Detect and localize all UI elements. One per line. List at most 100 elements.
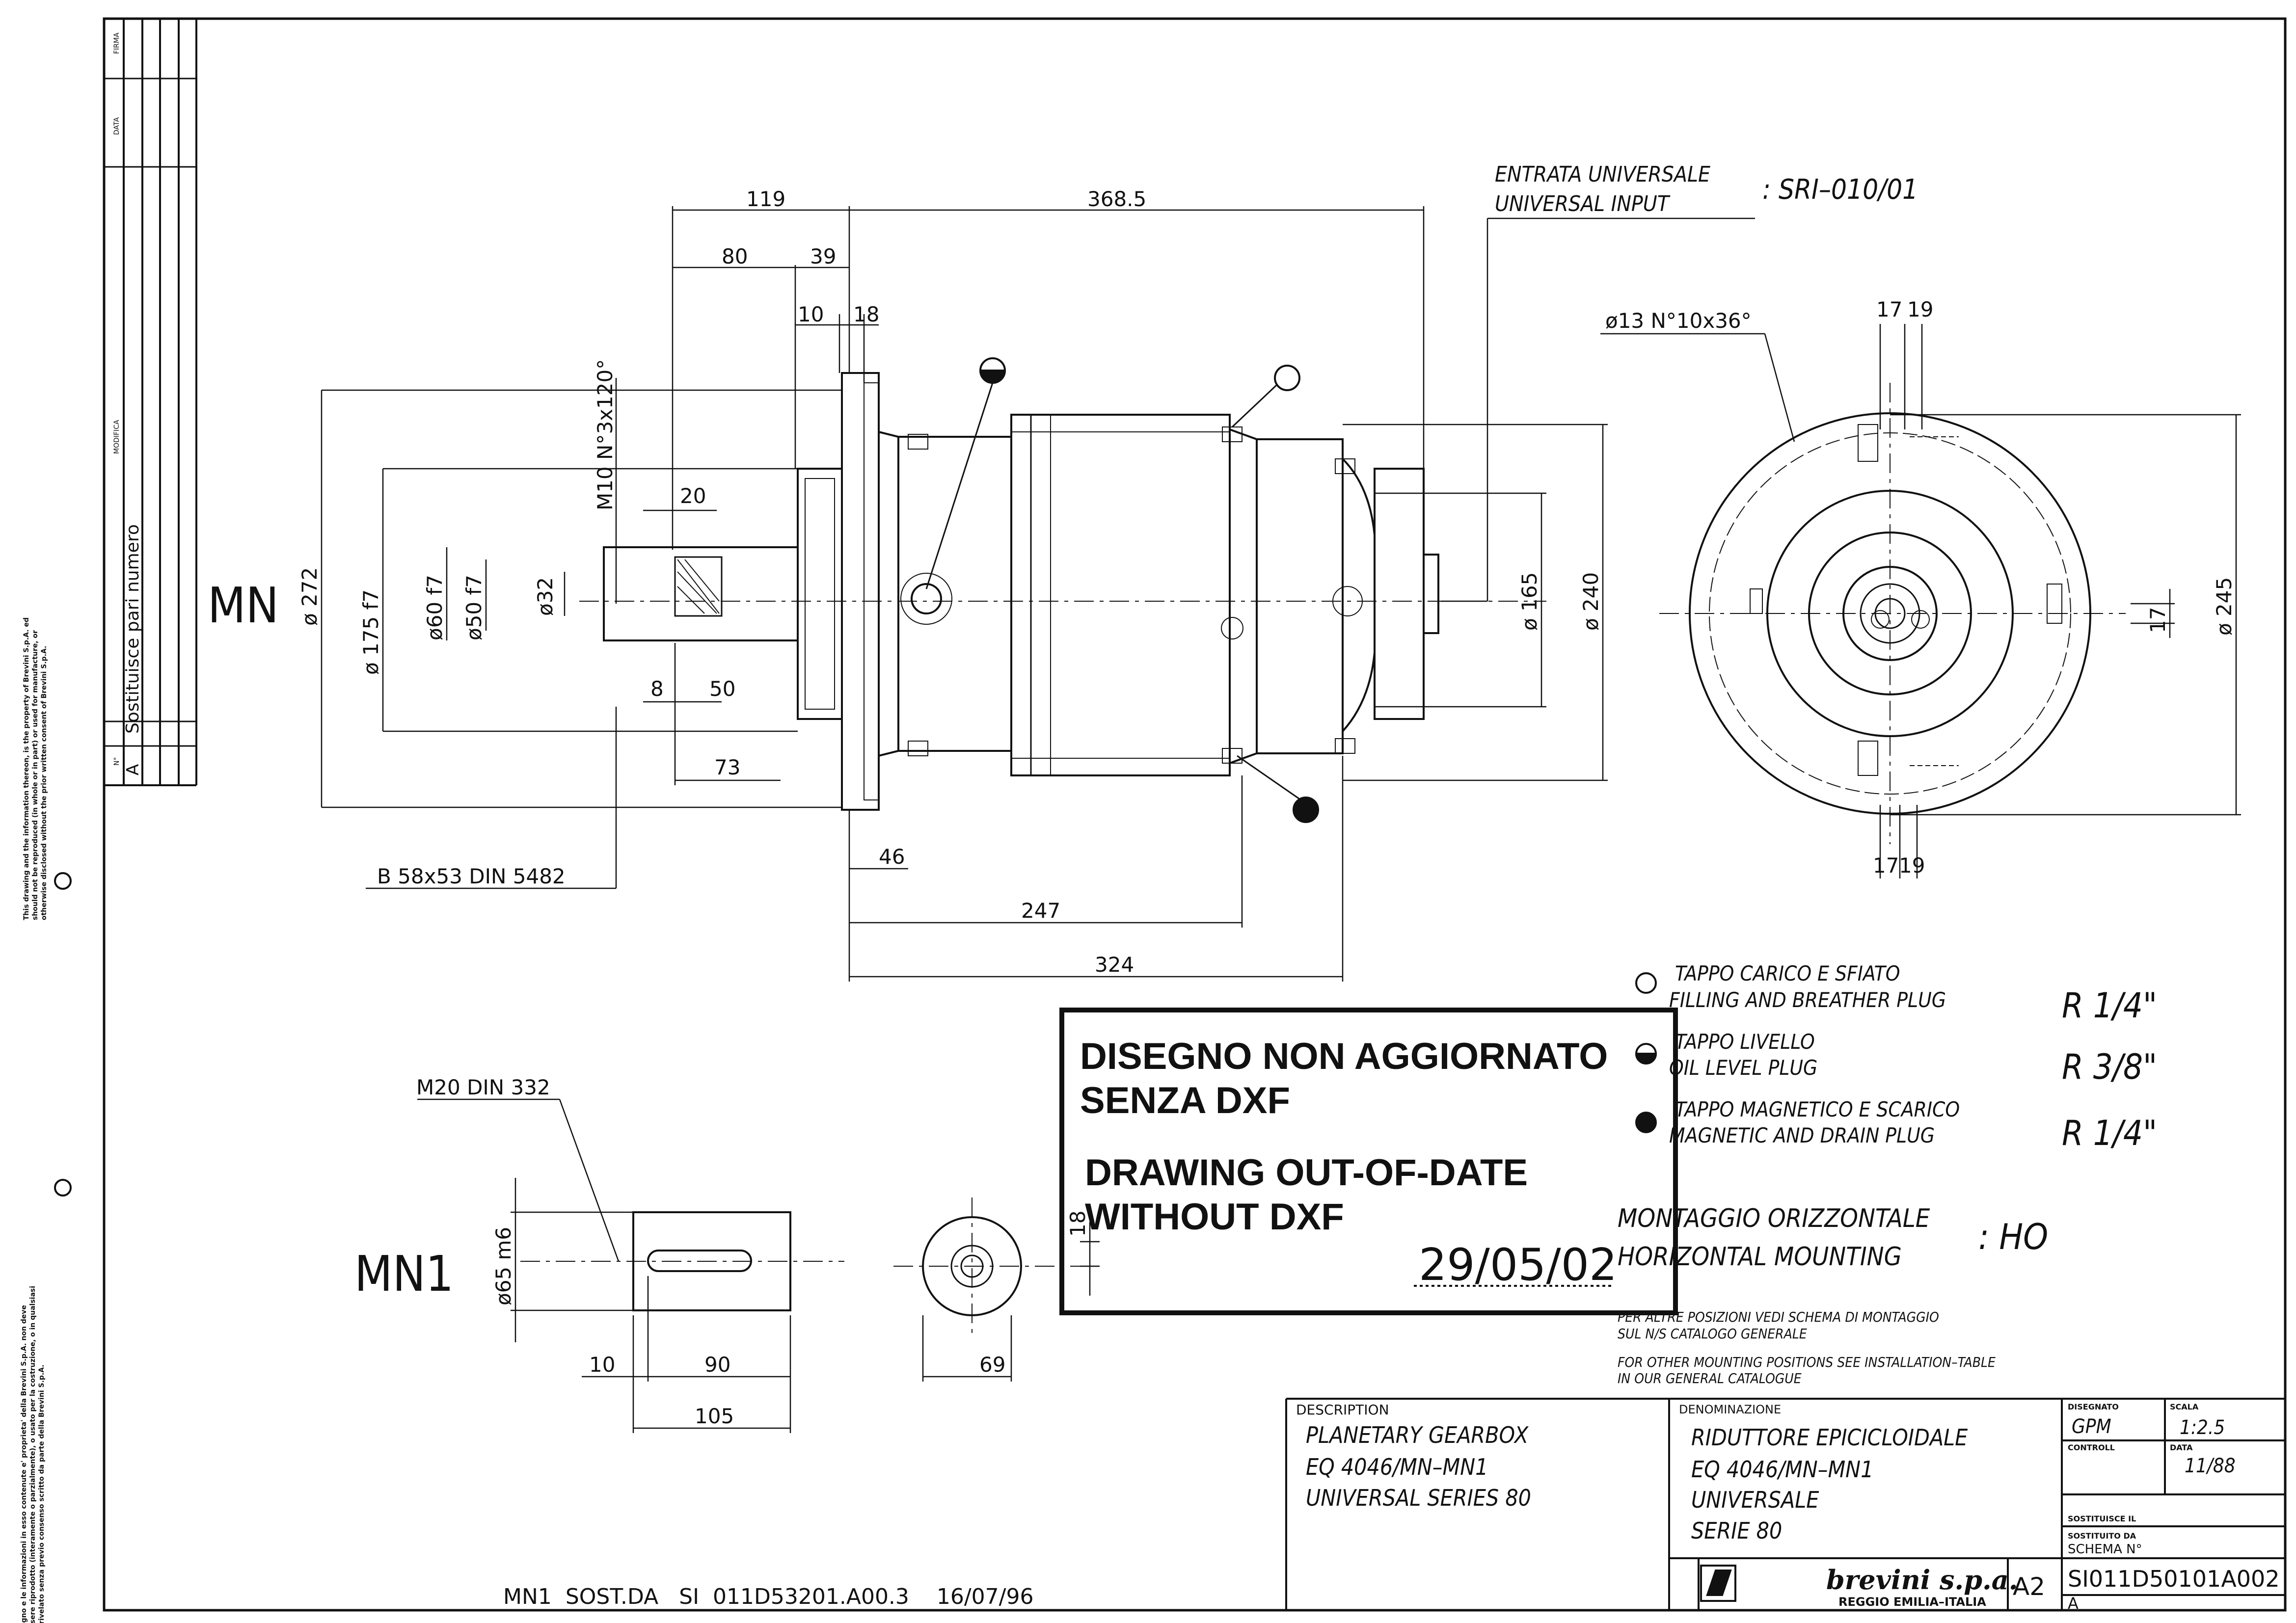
mounting-note-1: PER ALTRE POSIZIONI VEDI SCHEMA DI MONTA…: [1618, 1309, 1939, 1325]
input-code: : SRI–010/01: [1762, 174, 1918, 206]
title-block: [1285, 1398, 2285, 1610]
company-city: REGGIO EMILIA–ITALIA: [1838, 1595, 1986, 1609]
rev-header-modifica: MODIFICA: [113, 420, 121, 454]
rev-header-firma: FIRMA: [113, 32, 121, 54]
dim-10: 10: [798, 302, 824, 326]
rev-header-no: N°: [113, 757, 121, 766]
tb-scala: 1:2.5: [2180, 1416, 2225, 1439]
dim-19-bottom: 19: [1899, 853, 1925, 878]
stamp-date: 29/05/02: [1419, 1239, 1617, 1291]
dim-39: 39: [810, 244, 836, 268]
tb-desc-1: PLANETARY GEARBOX: [1306, 1422, 1529, 1448]
dim-dia-175: ø 175 f7: [359, 589, 383, 675]
legend-level-size: R 3/8": [2062, 1047, 2157, 1087]
legend-drain-en: MAGNETIC AND DRAIN PLUG: [1669, 1123, 1935, 1147]
dim-17-bottom: 17: [1873, 853, 1899, 878]
tb-revision: A: [2068, 1594, 2079, 1613]
stamp-line-3: DRAWING OUT-OF-DATE: [1085, 1152, 1528, 1194]
dim-dia-65: ø65 m6: [491, 1227, 515, 1305]
tb-desc-2: EQ 4046/MN–MN1: [1306, 1454, 1488, 1480]
legend-fill-size: R 1/4": [2062, 985, 2157, 1026]
legend-filling-icon: [1635, 972, 1657, 994]
legend-drain-size: R 1/4": [2062, 1113, 2157, 1153]
dim-17-top: 17: [1876, 297, 1902, 321]
dim-19-top: 19: [1907, 297, 1933, 321]
dim-80: 80: [722, 244, 748, 268]
tb-den-1: RIDUTTORE EPICICLOIDALE: [1691, 1424, 1968, 1451]
dim-dia-50: ø50 f7: [462, 575, 486, 640]
tb-sostituito-label: SOSTITUITO DA: [2068, 1531, 2136, 1541]
mounting-note-4: IN OUR GENERAL CATALOGUE: [1618, 1370, 1802, 1386]
dim-8: 8: [650, 677, 664, 701]
mounting-en: HORIZONTAL MOUNTING: [1618, 1242, 1902, 1272]
view-label-mn1: MN1: [354, 1245, 454, 1303]
dim-mn1-10: 10: [589, 1353, 615, 1377]
legend-drain-it: TAPPO MAGNETICO E SCARICO: [1675, 1097, 1960, 1121]
mounting-it: MONTAGGIO ORIZZONTALE: [1618, 1204, 1930, 1233]
tb-den-2: EQ 4046/MN–MN1: [1691, 1456, 1873, 1483]
dim-dia-165: ø 165: [1517, 572, 1541, 631]
stamp-line-4: WITHOUT DXF: [1085, 1196, 1344, 1238]
tb-schema-label: SCHEMA N°: [2068, 1542, 2142, 1557]
filling-plug-marker: [1274, 365, 1300, 391]
mounting-note-2: SUL N/S CATALOGO GENERALE: [1618, 1326, 1807, 1342]
margin-note-it: Questo disegno e le informazioni in esso…: [20, 1286, 46, 1623]
legend-fill-en: FILLING AND BREATHER PLUG: [1669, 988, 1946, 1012]
dim-mn1-18: 18: [1066, 1211, 1090, 1237]
drain-plug-marker: [1293, 797, 1319, 823]
tb-sostituisce-label: SOSTITUISCE IL: [2068, 1514, 2136, 1523]
input-label-en: UNIVERSAL INPUT: [1495, 191, 1671, 216]
dim-324: 324: [1095, 953, 1134, 977]
dim-dia-245: ø 245: [2212, 577, 2236, 636]
dim-m10-bolts: M10 N°3x120°: [593, 359, 617, 510]
legend-fill-it: TAPPO CARICO E SFIATO: [1675, 961, 1900, 985]
rev-row-text: Sostituisce pari numero: [123, 524, 143, 734]
mn1-shaft-view: [520, 1197, 1100, 1335]
dim-mn1-90: 90: [704, 1353, 730, 1377]
punch-hole-2: [54, 1179, 72, 1197]
tb-desc-3: UNIVERSAL SERIES 80: [1306, 1485, 1531, 1511]
tb-denom-label: DENOMINAZIONE: [1679, 1403, 1781, 1416]
mounting-note-3: FOR OTHER MOUNTING POSITIONS SEE INSTALL…: [1618, 1354, 1996, 1370]
tb-den-3: UNIVERSALE: [1691, 1487, 1819, 1513]
margin-note-en: This drawing and the information thereon…: [23, 617, 48, 920]
dim-119: 119: [746, 187, 785, 211]
dim-18: 18: [853, 302, 879, 326]
dim-dia-272: ø 272: [297, 567, 322, 626]
dim-73: 73: [714, 755, 740, 779]
dim-46: 46: [879, 845, 905, 869]
dim-50: 50: [709, 677, 735, 701]
dim-mn1-105: 105: [695, 1404, 734, 1428]
dim-20: 20: [680, 484, 706, 508]
mounting-code: : HO: [1978, 1216, 2048, 1257]
tb-den-4: SERIE 80: [1691, 1517, 1782, 1544]
bottom-replacement-note: MN1 SOST.DA SI 011D53201.A00.3 16/07/96: [503, 1584, 1033, 1609]
dim-368-5: 368.5: [1087, 187, 1146, 211]
stamp-line-1: DISEGNO NON AGGIORNATO: [1080, 1036, 1608, 1077]
tb-schema-number: SI011D50101A002: [2068, 1566, 2280, 1592]
tb-data-label: DATA: [2170, 1443, 2193, 1452]
dim-holes: ø13 N°10x36°: [1605, 309, 1752, 333]
out-of-date-stamp: [1059, 1008, 1678, 1315]
dim-mn1-69: 69: [979, 1353, 1005, 1377]
dim-dia-240: ø 240: [1579, 572, 1603, 631]
legend-drain-icon: [1635, 1112, 1657, 1133]
dim-m20: M20 DIN 332: [416, 1075, 550, 1099]
rev-header-data: DATA: [113, 117, 121, 135]
spline-callout: B 58x53 DIN 5482: [377, 864, 566, 888]
gearbox-side-view: [579, 372, 1546, 811]
dim-dia-60: ø60 f7: [423, 575, 447, 640]
dim-dia-32: ø32: [533, 577, 557, 616]
legend-level-it: TAPPO LIVELLO: [1675, 1030, 1815, 1054]
company-logo-text: brevini s.p.a.: [1826, 1564, 2018, 1596]
tb-disegnato: GPM: [2072, 1415, 2111, 1438]
tb-description-label: DESCRIPTION: [1296, 1402, 1389, 1418]
tb-size: A2: [2013, 1572, 2045, 1601]
dim-247: 247: [1021, 899, 1060, 923]
rev-row-no: A: [123, 764, 143, 775]
view-label-mn: MN: [208, 577, 279, 634]
gearbox-front-view: [1659, 383, 2126, 844]
tb-scala-label: SCALA: [2170, 1402, 2199, 1411]
legend-level-en: OIL LEVEL PLUG: [1669, 1056, 1817, 1080]
